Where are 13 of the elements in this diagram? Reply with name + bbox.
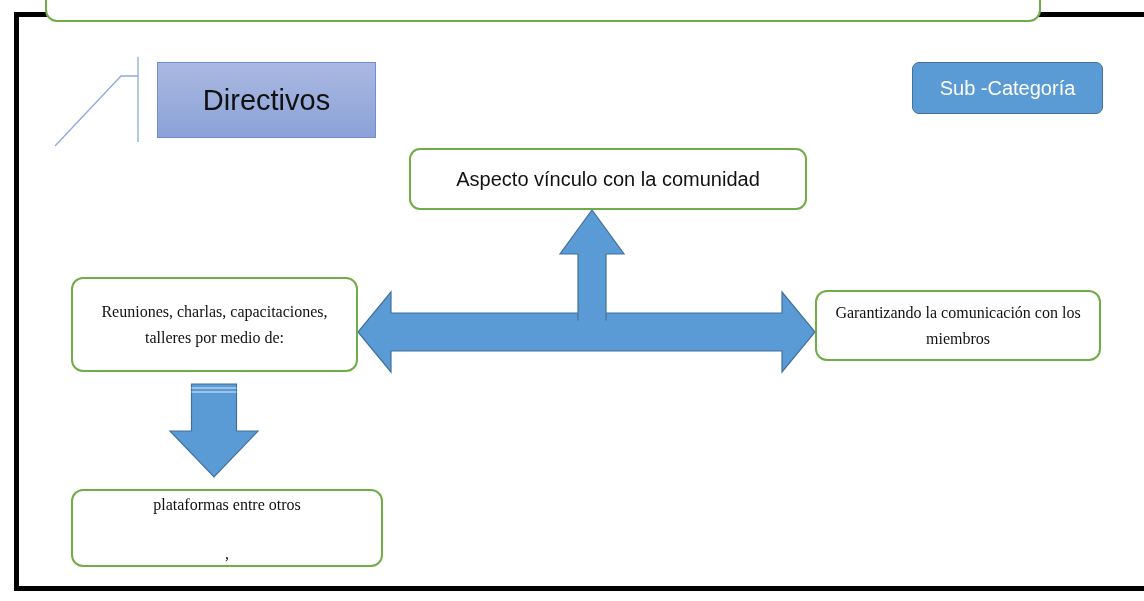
box-text: Directivos (202, 83, 331, 117)
heading-box (157, 62, 376, 138)
process-box (815, 290, 1101, 361)
box-text: Reuniones, charlas, capacitaciones, talleres por medio de: (100, 301, 329, 349)
category-box (912, 62, 1103, 114)
box-text: plataformas entre otros (153, 495, 301, 516)
process-box (409, 148, 807, 210)
box-text: , (225, 543, 229, 564)
box-text: Sub -Categoría (939, 76, 1076, 100)
box-text: Aspecto vínculo con la comunidad (456, 167, 760, 191)
process-box (71, 489, 383, 567)
process-box (71, 277, 358, 372)
box-text: Garantizando la comunicación con los miembros (834, 302, 1082, 349)
